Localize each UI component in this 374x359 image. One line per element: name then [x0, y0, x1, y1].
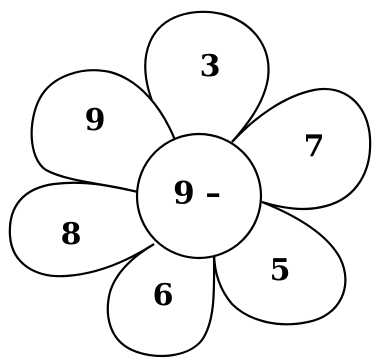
- flower-center: 9 –: [137, 134, 261, 258]
- petal-upper-left-number: 9: [85, 103, 106, 138]
- petal-lower-right-number: 5: [270, 253, 291, 288]
- petal-lower-left-number: 8: [61, 217, 82, 252]
- petal-bottom-number: 6: [153, 278, 174, 313]
- center-expression: 9 –: [173, 176, 221, 212]
- petal-upper-right-number: 7: [304, 129, 325, 164]
- petal-top-number: 3: [200, 49, 221, 84]
